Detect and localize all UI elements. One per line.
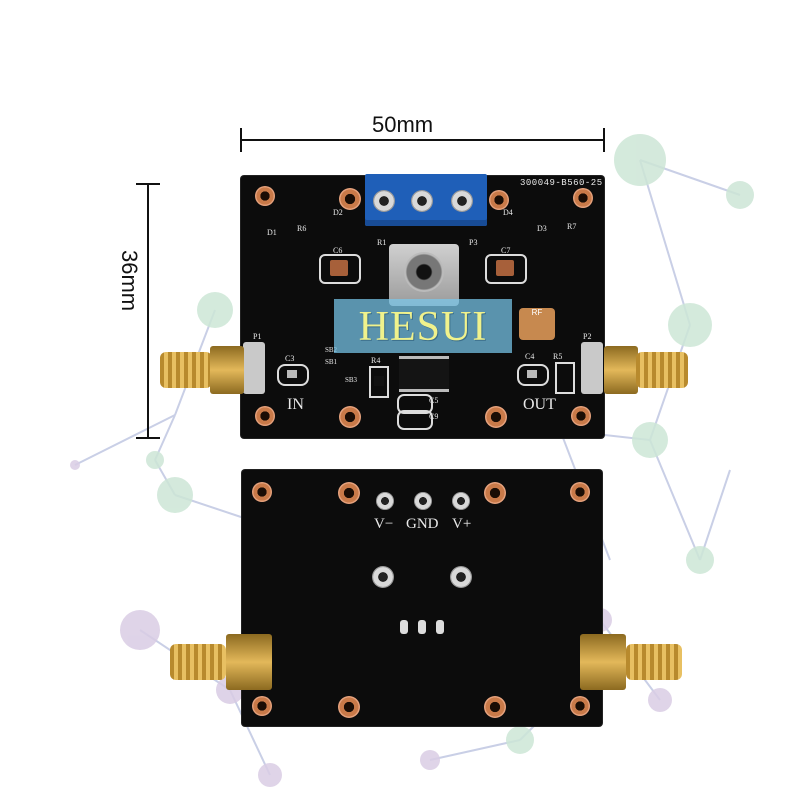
v-minus-label: V− [374,516,394,532]
watermark-banner [334,299,512,353]
pin-icon [436,620,444,634]
capacitor-c4 [517,364,549,386]
capacitor-c7 [485,254,527,284]
screw-icon [373,190,395,212]
capacitor-c5 [397,394,433,414]
capacitor-c6 [319,254,361,284]
refdes-label: SB2 [325,346,338,354]
solder-point [450,566,472,588]
pin-icon [418,620,426,634]
refdes-label: C7 [501,246,511,255]
mounting-pad [339,188,361,210]
watermark-text: HESUI [358,304,488,350]
capacitor-c3 [277,364,309,386]
mounting-pad [571,406,591,426]
potentiometer [389,244,459,306]
solder-point-gnd [414,492,432,510]
width-dimension-label: 50mm [372,112,434,137]
mounting-pad [338,696,360,718]
out-label: OUT [523,396,556,413]
refdes-label: P2 [583,332,592,341]
mounting-pad [485,406,507,428]
mounting-pad [570,696,590,716]
refdes-label: D1 [267,228,277,237]
knob-icon [404,252,444,292]
solder-point-v-minus [376,492,394,510]
refdes-label: SB3 [345,376,358,384]
rf-logo-text: RF [531,308,543,317]
refdes-label: C5 [429,396,439,405]
refdes-label: R4 [371,356,381,365]
sma-connector-back-right [572,634,682,690]
refdes-label: SB1 [325,358,338,366]
refdes-label: P3 [469,238,478,247]
screw-icon [411,190,433,212]
rf-logo: RF [519,308,555,340]
mounting-pad [255,186,275,206]
refdes-label: D4 [503,208,513,217]
pin-icon [400,620,408,634]
refdes-label: R6 [297,224,307,233]
resistor-r4 [369,366,389,398]
v-plus-label: V+ [452,516,472,532]
height-dimension-label: 36mm [117,250,142,312]
mounting-pad [484,696,506,718]
refdes-label: R7 [567,222,577,231]
refdes-label: C9 [429,412,439,421]
mounting-pad [255,406,275,426]
refdes-label: D3 [537,224,547,233]
sma-connector-in [160,346,244,394]
mounting-pad [570,482,590,502]
refdes-label: C6 [333,246,343,255]
solder-point [372,566,394,588]
refdes-label: C4 [525,352,535,361]
ic-chip [399,356,449,392]
part-number: 300049-B560-25 [520,178,603,188]
mounting-pad [339,406,361,428]
screw-terminal-block [365,174,487,226]
mounting-pad [489,190,509,210]
sma-pad-right [581,342,603,394]
sma-pad-left [243,342,265,394]
sma-connector-back-left [170,634,280,690]
mounting-pad [573,188,593,208]
refdes-label: R5 [553,352,563,361]
refdes-label: C3 [285,354,295,363]
refdes-label: D2 [333,208,343,217]
resistor-r5 [555,362,575,394]
solder-point-v-plus [452,492,470,510]
refdes-label: R1 [377,238,387,247]
in-label: IN [287,396,304,413]
screw-icon [451,190,473,212]
sma-connector-out [604,346,688,394]
mounting-pad [252,482,272,502]
mounting-pad [338,482,360,504]
refdes-label: P1 [253,332,262,341]
gnd-label: GND [406,516,439,532]
mounting-pad [484,482,506,504]
back-pcb: V− GND V+ [242,470,602,726]
mounting-pad [252,696,272,716]
capacitor-c9 [397,410,433,430]
